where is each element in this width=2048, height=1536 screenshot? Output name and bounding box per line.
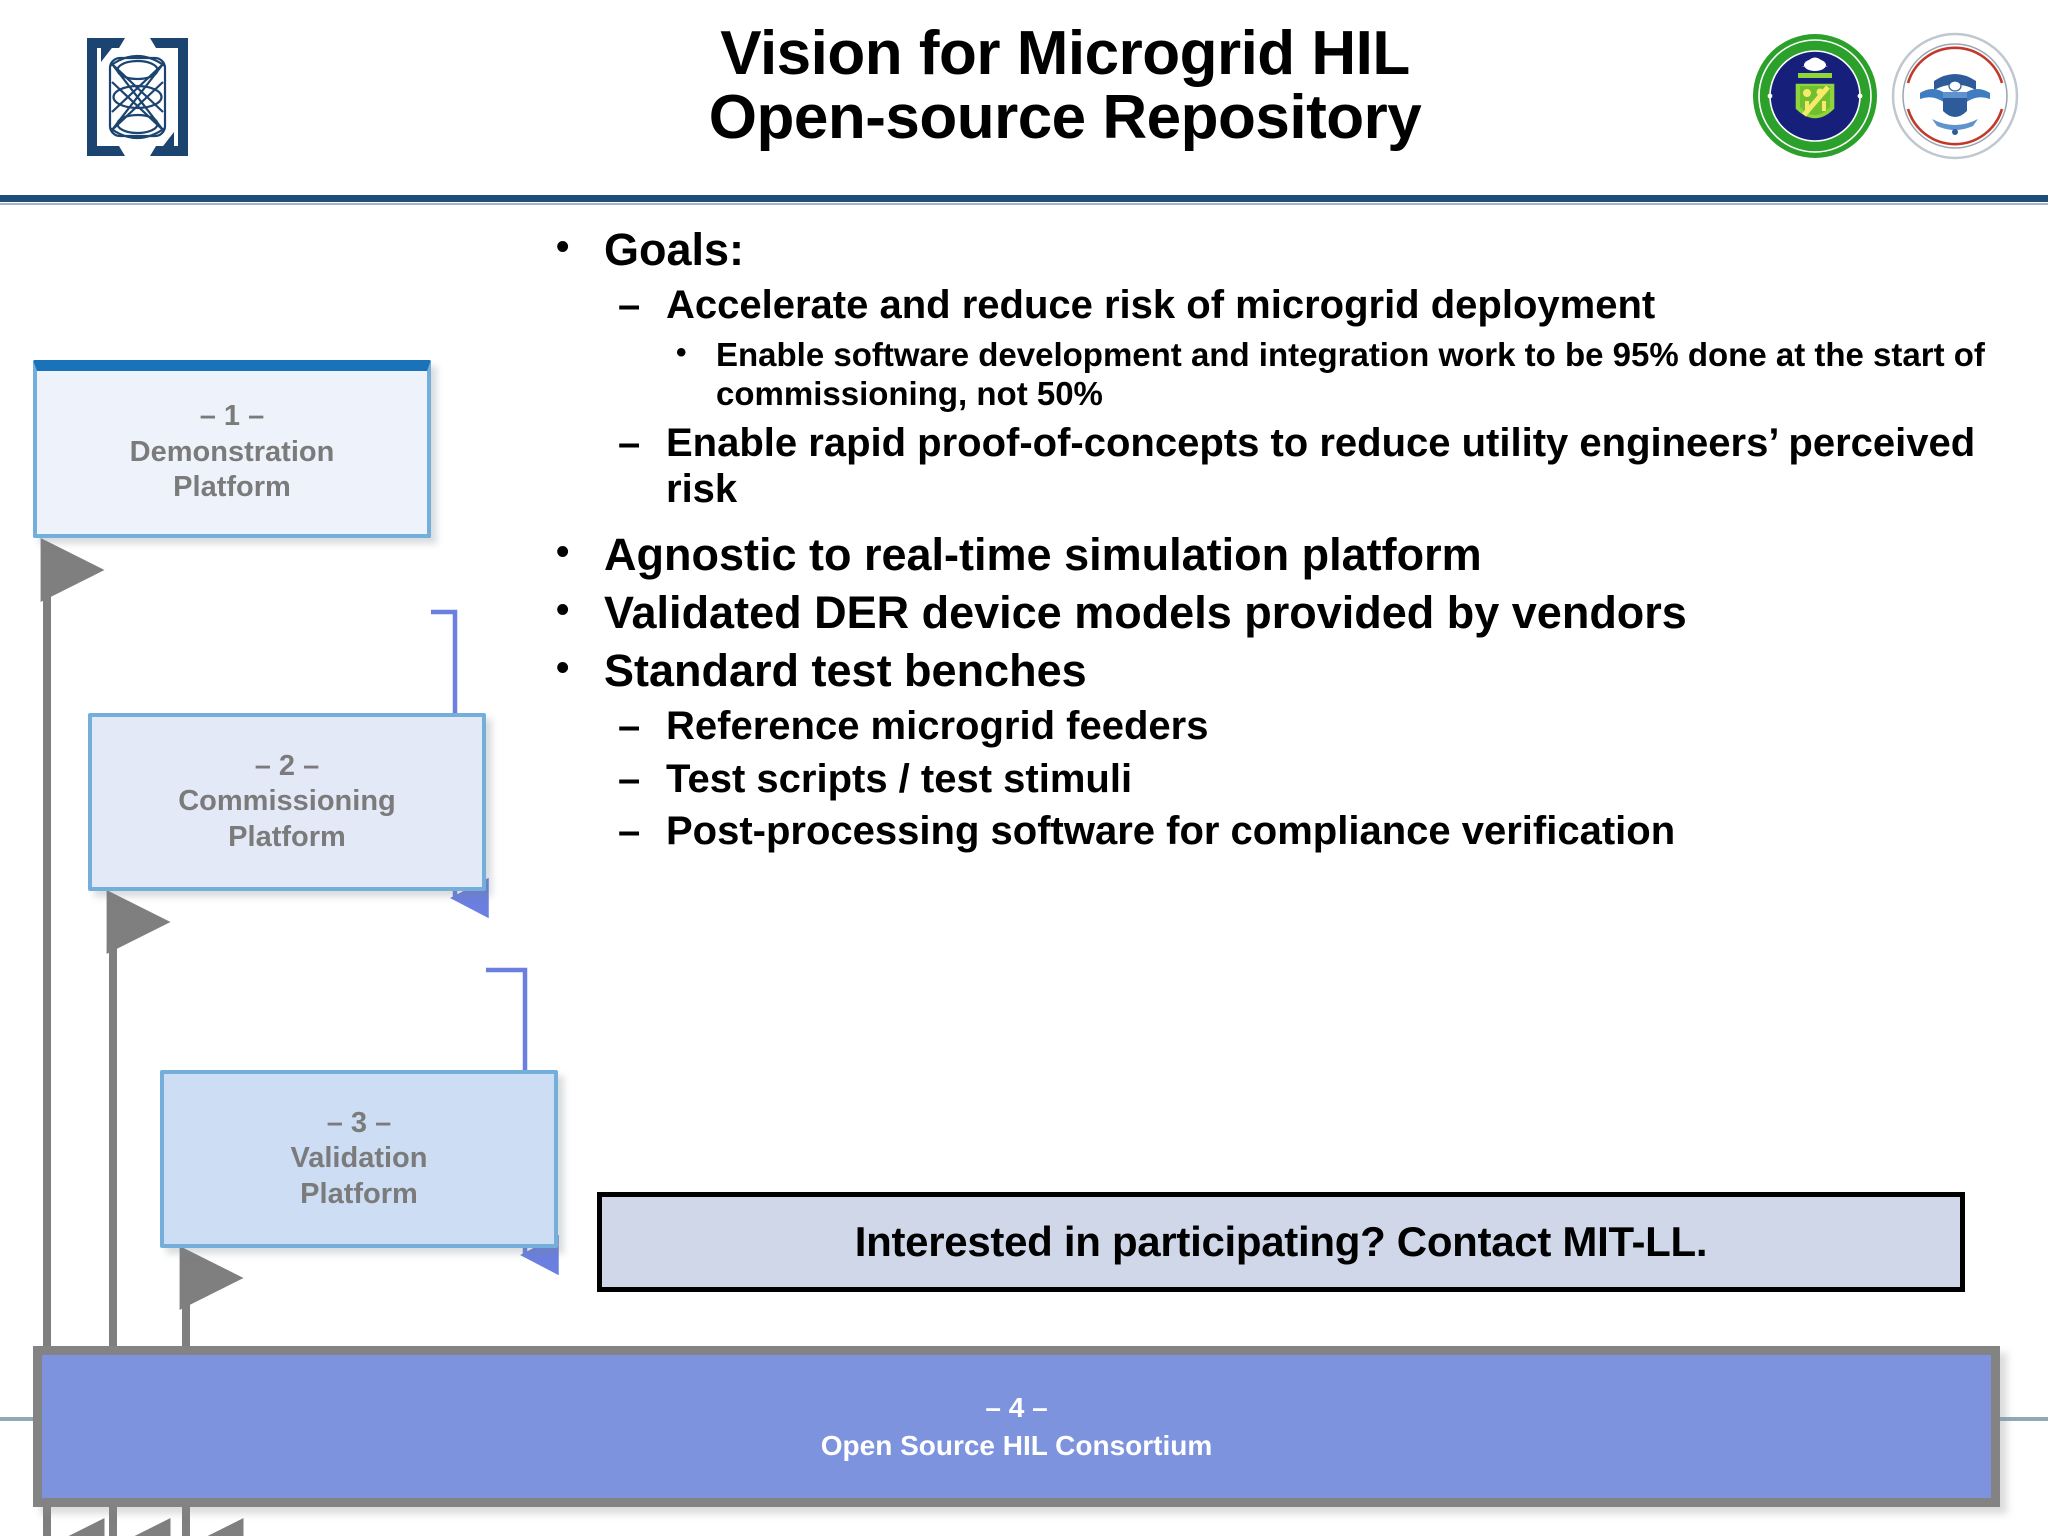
bullet-text: Validated DER device models provided by … [604, 586, 1687, 638]
right-edge-rule [1999, 1417, 2048, 1421]
header-divider [0, 195, 2048, 202]
left-edge-rule [0, 1417, 34, 1421]
stage-1-number: – 1 – [199, 400, 265, 433]
stage-1-name-line-1: Demonstration [129, 435, 335, 468]
stage-3-name-line-1: Validation [290, 1142, 428, 1175]
slide-header: Vision for Microgrid HIL Open-source Rep… [0, 0, 2048, 205]
bullet-text: Agnostic to real-time simulation platfor… [604, 528, 1482, 580]
contact-callout-box[interactable]: Interested in participating? Contact MIT… [597, 1192, 1965, 1292]
bullet-marker: • [556, 530, 570, 573]
page-title-line-1: Vision for Microgrid HIL [720, 19, 1410, 88]
bullet-item: • Agnostic to real-time simulation platf… [556, 529, 2036, 581]
bullet-item: – Post-processing software for complianc… [618, 808, 2036, 854]
bullet-item: • Enable software development and integr… [676, 335, 2036, 414]
bullet-text: Standard test benches [604, 644, 1087, 696]
stage-3-name-line-2: Platform [300, 1177, 418, 1210]
bullet-item: – Enable rapid proof-of-concepts to redu… [618, 420, 2036, 513]
agency-seals [1730, 28, 2020, 163]
bullet-marker: – [618, 420, 641, 465]
stage-2-name-line-1: Commissioning [178, 785, 396, 818]
platform-stack-diagram: – 1 – Demonstration Platform – 2 – Commi… [0, 205, 600, 1536]
bullet-marker: – [618, 283, 641, 328]
page-title: Vision for Microgrid HIL Open-source Rep… [430, 22, 1700, 150]
bullet-item: • Validated DER device models provided b… [556, 587, 2036, 639]
bullet-text: Post-processing software for compliance … [666, 808, 1676, 853]
stage-box-demonstration-platform[interactable]: – 1 – Demonstration Platform [33, 360, 431, 538]
bullet-marker: • [676, 335, 687, 369]
stage-2-number: – 2 – [254, 749, 320, 782]
bullet-text: Reference microgrid feeders [666, 704, 1209, 749]
bullet-item: – Reference microgrid feeders [618, 703, 2036, 749]
content-spacer [556, 513, 2036, 523]
bullet-marker: • [556, 226, 570, 268]
bullet-item: • Goals: [556, 224, 2036, 276]
bullet-marker: • [556, 588, 570, 631]
stage-4-number: – 4 – [985, 1391, 1048, 1423]
page-title-line-2: Open-source Repository [708, 82, 1422, 152]
stage-1-name-line-2: Platform [173, 471, 291, 504]
bullet-text: Enable rapid proof-of-concepts to reduce… [666, 420, 1976, 512]
bullet-marker: – [618, 808, 641, 853]
stage-box-commissioning-platform[interactable]: – 2 – Commissioning Platform [88, 713, 486, 891]
stage-box-validation-platform[interactable]: – 3 – Validation Platform [160, 1070, 558, 1248]
department-of-homeland-security-seal-icon [1890, 31, 2020, 161]
bullet-marker: • [556, 646, 570, 689]
bullet-text: Enable software development and integrat… [716, 335, 1985, 413]
stage-4-name: Open Source HIL Consortium [820, 1429, 1213, 1461]
bullet-item: – Test scripts / test stimuli [618, 756, 2036, 802]
stage-2-name-line-2: Platform [228, 820, 346, 853]
bullet-marker: – [618, 756, 641, 801]
stage-box-open-source-hil-consortium[interactable]: – 4 – Open Source HIL Consortium [33, 1346, 2000, 1507]
bullet-item: • Standard test benches [556, 645, 2036, 697]
contact-callout-text: Interested in participating? Contact MIT… [854, 1218, 1708, 1265]
stage-3-number: – 3 – [326, 1106, 392, 1139]
bullet-marker: – [618, 704, 641, 749]
bullet-text: Accelerate and reduce risk of microgrid … [666, 283, 1656, 328]
bullet-item: – Accelerate and reduce risk of microgri… [618, 282, 2036, 328]
header-divider-thin [0, 203, 2048, 205]
bullet-text: Goals: [604, 224, 745, 275]
department-of-energy-seal-icon [1750, 31, 1880, 161]
mit-lincoln-laboratory-logo [75, 32, 200, 162]
bullet-text: Test scripts / test stimuli [666, 756, 1133, 801]
bullet-content: • Goals: – Accelerate and reduce risk of… [556, 218, 2036, 854]
